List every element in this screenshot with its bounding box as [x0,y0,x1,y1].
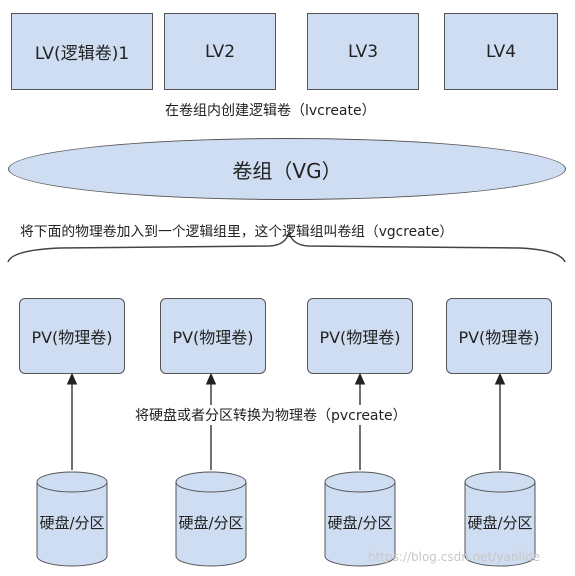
watermark: https://blog.csdn.net/yanlide [368,550,541,564]
lv-box-3: LV3 [307,13,419,90]
disk-label-1: 硬盘/分区 [39,513,105,532]
disk-cylinder-4 [464,471,536,567]
pvcreate-caption: 将硬盘或者分区转换为物理卷（pvcreate） [133,405,409,425]
grouping-brace [7,231,566,263]
volume-group-label: 卷组（VG） [232,158,342,183]
volume-group: 卷组（VG） [8,138,566,200]
lvcreate-caption: 在卷组内创建逻辑卷（lvcreate） [165,103,376,119]
lv-box-4: LV4 [444,13,558,90]
pv-box-3: PV(物理卷) [307,298,413,374]
disk-label-3: 硬盘/分区 [327,513,393,532]
pv-box-1: PV(物理卷) [19,298,125,374]
lv-box-2: LV2 [164,13,276,90]
disk-cylinder-2 [175,471,247,567]
disk-label-2: 硬盘/分区 [178,513,244,532]
pv-box-4: PV(物理卷) [446,298,552,374]
pv-box-2: PV(物理卷) [160,298,266,374]
disk-cylinder-3 [324,471,396,567]
lv-box-1: LV(逻辑卷)1 [11,13,153,90]
vgcreate-caption: 将下面的物理卷加入到一个逻辑组里，这个逻辑组叫卷组（vgcreate） [20,224,454,240]
disk-label-4: 硬盘/分区 [467,513,533,532]
disk-cylinder-1 [36,471,108,567]
